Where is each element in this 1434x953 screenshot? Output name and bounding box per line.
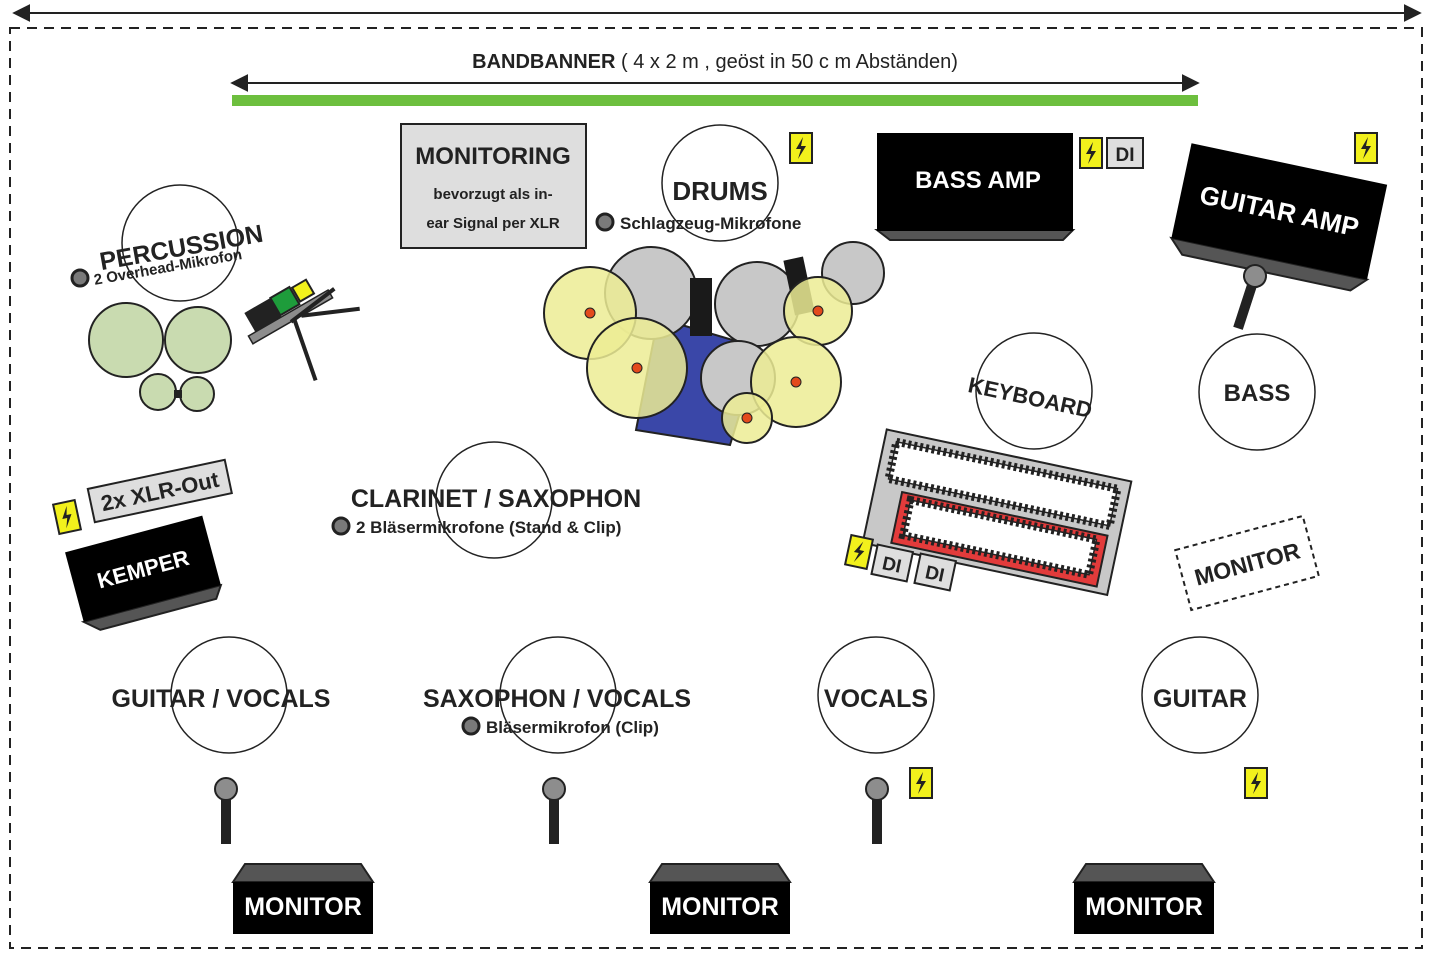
- percussion-kit: [88, 302, 232, 412]
- bass-amp-label: BASS AMP: [915, 167, 1041, 194]
- bass-label: BASS: [1224, 380, 1291, 407]
- percussion-position: PERCUSSION 2 Overhead-Mikrofon: [70, 184, 265, 302]
- clarinet-label: CLARINET / SAXOPHON: [351, 485, 641, 513]
- bass-amp: BASS AMP: [874, 133, 1076, 241]
- bass-amp-di-label: DI: [1116, 145, 1135, 166]
- saxophon-vocals-position: SAXOPHON / VOCALS Bläsermikrofon (Clip): [423, 636, 691, 754]
- mic-indicator-icon: [595, 212, 615, 232]
- drums-mic-note: Schlagzeug-Mikrofone: [620, 214, 801, 233]
- side-monitor: MONITOR: [1174, 514, 1320, 612]
- di-box: DI: [870, 543, 915, 583]
- power-outlet-icon: [1354, 132, 1378, 164]
- guitar-vocals-label: GUITAR / VOCALS: [112, 685, 331, 713]
- microphone-icon: [1226, 261, 1270, 333]
- power-outlet-icon: [1079, 137, 1103, 169]
- clarinet-mic-note: 2 Bläsermikrofone (Stand & Clip): [356, 518, 621, 537]
- wedge-monitor-1: MONITOR: [232, 863, 374, 935]
- vocals-position: VOCALS: [817, 636, 935, 754]
- mic-indicator-icon: [331, 516, 351, 536]
- power-outlet-icon: [52, 499, 82, 535]
- saxophon-mic-note: Bläsermikrofon (Clip): [486, 718, 659, 737]
- power-outlet-icon: [909, 767, 933, 799]
- monitoring-line2: ear Signal per XLR: [426, 215, 560, 232]
- banner-detail: ( 4 x 2 m , geöst in 50 c m Abständen): [615, 51, 957, 73]
- wedge-label-2: MONITOR: [661, 893, 779, 921]
- bass-position: BASS: [1198, 333, 1316, 451]
- di-box: DI: [913, 552, 958, 592]
- drums-position: DRUMS Schlagzeug-Mikrofone: [595, 124, 801, 242]
- stage-boundary: [9, 27, 1423, 949]
- kemper-out-box: 2x XLR-Out: [86, 458, 233, 524]
- guitar-position: GUITAR: [1141, 636, 1259, 754]
- keyboard-di-label-1: DI: [880, 553, 903, 577]
- power-outlet-icon: [789, 132, 813, 164]
- microphone-icon: [542, 777, 566, 845]
- kemper-unit: KEMPER: [65, 515, 223, 631]
- drums-label: DRUMS: [672, 176, 767, 206]
- guitar-label: GUITAR: [1153, 685, 1247, 713]
- percussion-stand: [244, 278, 360, 382]
- keyboard-di-label-2: DI: [923, 562, 946, 586]
- drum-kit: [543, 241, 885, 447]
- mic-indicator-icon: [70, 268, 90, 288]
- banner-bar: [232, 95, 1198, 106]
- power-outlet-icon: [1244, 767, 1268, 799]
- power-outlet-icon: [844, 534, 874, 570]
- vocals-label: VOCALS: [824, 685, 928, 713]
- mic-indicator-icon: [461, 716, 481, 736]
- monitoring-line1: bevorzugt als in-: [433, 186, 552, 203]
- keyboard-instruments: [861, 428, 1133, 597]
- di-box: DI: [1106, 137, 1144, 169]
- keyboard-position: KEYBOARD: [966, 332, 1094, 450]
- wedge-monitor-3: MONITOR: [1073, 863, 1215, 935]
- monitoring-title: MONITORING: [415, 143, 571, 170]
- microphone-icon: [865, 777, 889, 845]
- wedge-label-3: MONITOR: [1085, 893, 1203, 921]
- microphone-icon: [214, 777, 238, 845]
- banner-text: BANDBANNER ( 4 x 2 m , geöst in 50 c m A…: [472, 51, 958, 73]
- banner-title: BANDBANNER: [472, 51, 616, 73]
- saxophon-vocals-label: SAXOPHON / VOCALS: [423, 685, 691, 713]
- guitar-vocals-position: GUITAR / VOCALS: [112, 636, 331, 754]
- wedge-monitor-2: MONITOR: [649, 863, 791, 935]
- guitar-amp: GUITAR AMP: [1169, 143, 1388, 292]
- wedge-label-1: MONITOR: [244, 893, 362, 921]
- monitoring-box: MONITORING bevorzugt als in- ear Signal …: [400, 123, 587, 249]
- clarinet-position: CLARINET / SAXOPHON 2 Bläsermikrofone (S…: [331, 441, 641, 559]
